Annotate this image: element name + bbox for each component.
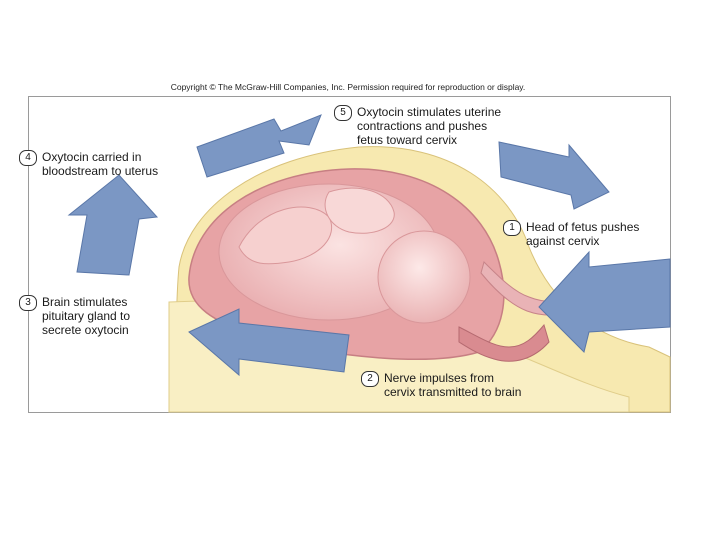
fetus-limbs [238, 206, 333, 265]
arrow-step1 [498, 141, 610, 210]
step-4-label: 4 Oxytocin carried in bloodstream to ute… [19, 150, 158, 178]
step-number: 1 [503, 220, 521, 236]
arrow-step2 [188, 308, 350, 377]
step-number: 3 [19, 295, 37, 311]
step-text: Brain stimulates pituitary gland to secr… [42, 295, 131, 337]
step-3-label: 3 Brain stimulates pituitary gland to se… [19, 295, 130, 337]
fetus-head [377, 230, 471, 324]
step-5-label: 5 Oxytocin stimulates uterine contractio… [334, 105, 501, 147]
cervix [458, 323, 550, 362]
step-1-label: 1 Head of fetus pushes against cervix [503, 220, 639, 248]
positive-feedback-illustration [67, 114, 671, 413]
step-number: 5 [334, 105, 352, 121]
step-number: 4 [19, 150, 37, 166]
step-text: Oxytocin stimulates uterine contractions… [357, 105, 502, 147]
arrow-step3 [67, 174, 159, 276]
copyright-notice: Copyright © The McGraw-Hill Companies, I… [170, 82, 526, 92]
arrow-step5 [196, 114, 322, 178]
step-text: Nerve impulses from cervix transmitted t… [384, 371, 522, 399]
step-2-label: 2 Nerve impulses from cervix transmitted… [361, 371, 521, 399]
arrow-cervix [538, 250, 671, 353]
step-text: Head of fetus pushes against cervix [526, 220, 640, 248]
fetus-leg [324, 187, 395, 234]
step-number: 2 [361, 371, 379, 387]
diagram-frame: 5 Oxytocin stimulates uterine contractio… [19, 96, 671, 413]
step-text: Oxytocin carried in bloodstream to uteru… [42, 150, 159, 178]
